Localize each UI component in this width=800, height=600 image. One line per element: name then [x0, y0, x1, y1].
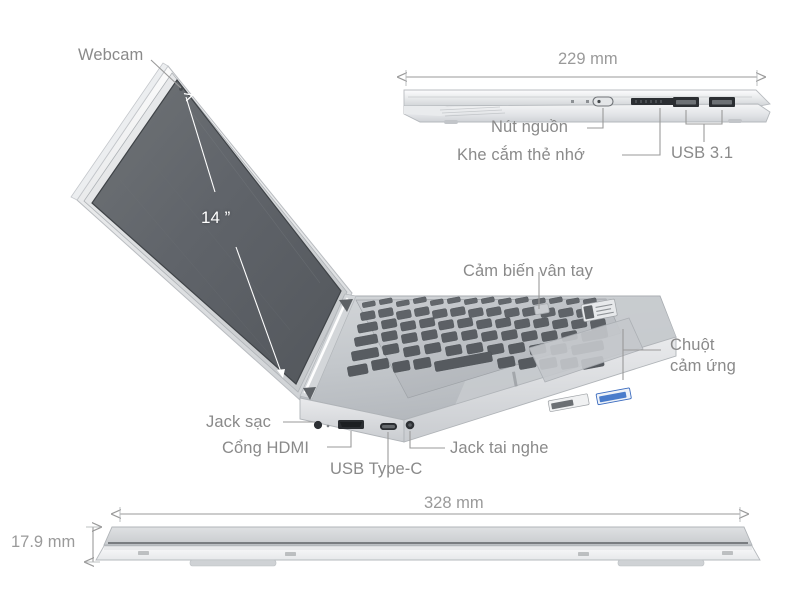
screen-diagonal-label: 14 ”: [201, 208, 231, 227]
webcam-dot: [179, 87, 183, 91]
left-side-ports: [313, 420, 415, 430]
leader-headphone: [409, 431, 445, 449]
callout-power-jack: Jack sạc: [206, 413, 271, 431]
callout-power-button: Nút nguồn: [491, 118, 569, 136]
callout-touchpad-line2: cảm ứng: [670, 356, 736, 375]
callout-touchpad-line1: Chuột: [670, 336, 715, 354]
callout-usb-type-c: USB Type-C: [330, 460, 423, 478]
dimension-328mm: [120, 507, 740, 522]
callout-webcam: Webcam: [78, 46, 144, 64]
foot-left: [189, 559, 277, 567]
front-stickers: [547, 387, 632, 412]
foot-right: [617, 559, 705, 567]
callout-hdmi: Cổng HDMI: [222, 439, 310, 457]
spec-sticker: [580, 298, 618, 322]
callout-card-reader: Khe cắm thẻ nhớ: [457, 146, 585, 164]
status-led-1: [571, 100, 574, 103]
callout-leaders-open: [150, 59, 661, 468]
callout-touchpad: Chuột cảm ứng: [670, 335, 760, 376]
open-laptop-lid: [70, 62, 353, 401]
dimension-label-229mm: 229 mm: [558, 50, 618, 68]
callout-usb-31: USB 3.1: [671, 144, 734, 162]
leader-card-reader: [622, 108, 661, 156]
touchpad-surface: [528, 317, 644, 383]
side-profile-view: [403, 89, 771, 124]
leader-touchpad: [622, 329, 661, 380]
keyboard-keys: [347, 296, 609, 377]
callout-headphone-jack: Jack tai nghe: [450, 439, 549, 457]
speaker-grille: [439, 106, 506, 117]
leader-webcam: [150, 59, 182, 89]
leader-hdmi: [327, 431, 352, 448]
power-jack-port: [313, 420, 323, 430]
front-closed-view: [95, 526, 761, 567]
status-led-2: [586, 100, 589, 103]
dimension-label-17-9mm: 17.9 mm: [11, 533, 76, 551]
dimension-17-9mm: [86, 527, 100, 562]
palmrest-features: [512, 298, 644, 412]
callout-fingerprint-sensor: Cảm biến vân tay: [463, 262, 593, 280]
dimension-229mm: [406, 70, 757, 86]
leader-power-button: [587, 108, 604, 129]
dimension-label-328mm: 328 mm: [424, 494, 484, 512]
callout-leaders-profile: [587, 108, 723, 156]
fingerprint-sensor: [533, 303, 550, 316]
screen-diagonal-dimension: [186, 97, 285, 378]
power-button: [592, 96, 614, 107]
